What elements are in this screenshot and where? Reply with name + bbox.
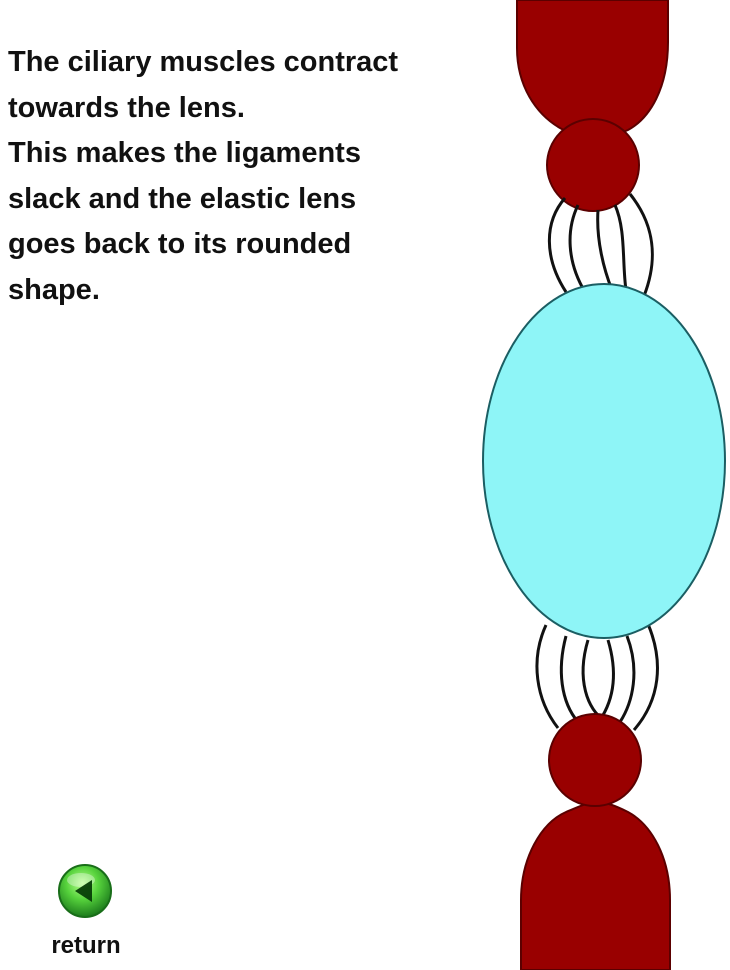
lower-ciliary-muscle: [520, 713, 671, 970]
upper-ciliary-muscle: [516, 0, 669, 212]
ligament-line: [581, 639, 605, 722]
explanation-line: shape.: [8, 273, 100, 306]
explanation-text: The ciliary muscles contract towards the…: [8, 40, 498, 313]
upper-suspensory-ligaments: [547, 193, 654, 297]
ligament-line: [598, 639, 615, 721]
ligament-line: [568, 204, 587, 293]
explanation-line: goes back to its rounded: [8, 228, 352, 260]
ligament-line: [559, 635, 580, 723]
ligament-line: [628, 193, 654, 297]
return-label: return: [51, 932, 121, 959]
explanation-line: towards the lens.: [8, 91, 245, 124]
ligament-line: [618, 635, 636, 723]
explanation-line: This makes the ligaments: [8, 137, 361, 169]
return-button[interactable]: return: [38, 860, 134, 970]
ligament-line: [547, 197, 568, 293]
ligament-line: [632, 623, 659, 731]
left-arrow-icon: [58, 864, 112, 918]
ligament-line: [535, 624, 560, 729]
explanation-line: slack and the elastic lens: [8, 182, 357, 215]
ligament-line: [596, 209, 614, 291]
lens: [482, 283, 726, 639]
explanation-line: The ciliary muscles contract: [8, 46, 399, 78]
ligament-line: [613, 204, 628, 291]
